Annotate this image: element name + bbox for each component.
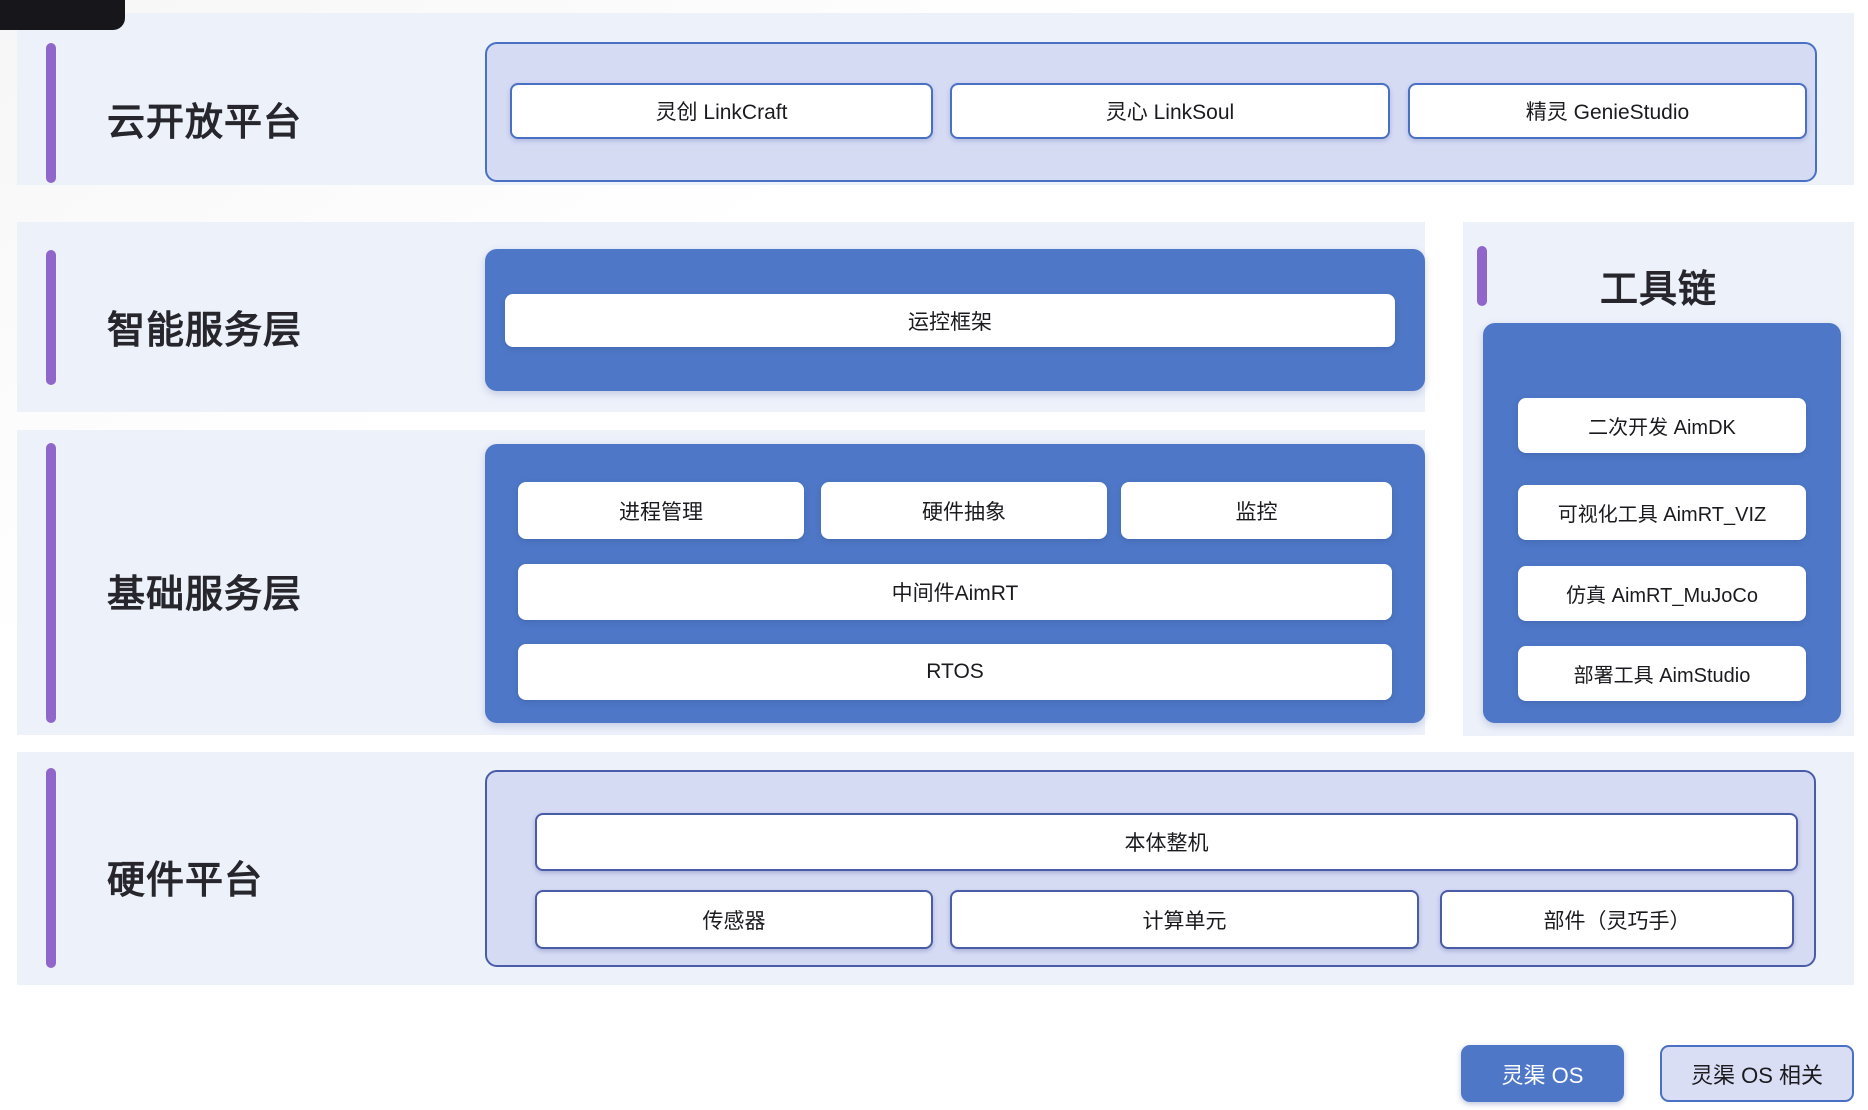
layer-title-intelligent-service: 智能服务层 [107,310,303,352]
node-hardware-abstraction: 硬件抽象 [821,482,1107,539]
layer-row-base-service: 基础服务层 进程管理 硬件抽象 监控 中间件AimRT RTOS [17,430,1425,735]
node-geniestudio: 精灵 GenieStudio [1408,83,1807,139]
layer-title-hardware-platform: 硬件平台 [107,860,264,902]
node-aimdk: 二次开发 AimDK [1518,398,1806,453]
toolchain-container: 二次开发 AimDK 可视化工具 AimRT_VIZ 仿真 AimRT_MuJo… [1483,323,1841,723]
node-parts-dexterous-hand: 部件（灵巧手） [1440,890,1794,949]
layer-row-cloud-platform: 云开放平台 灵创 LinkCraft 灵心 LinkSoul 精灵 GenieS… [17,13,1854,185]
node-sensors: 传感器 [535,890,933,949]
node-compute-unit: 计算单元 [950,890,1419,949]
accent-bar [46,250,56,385]
toolchain-title: 工具链 [1599,269,1717,311]
cloud-platform-container: 灵创 LinkCraft 灵心 LinkSoul 精灵 GenieStudio [485,42,1817,182]
corner-artifact [0,0,125,30]
toolchain-panel: 工具链 二次开发 AimDK 可视化工具 AimRT_VIZ 仿真 AimRT_… [1463,222,1854,736]
hardware-platform-container: 本体整机 传感器 计算单元 部件（灵巧手） [485,770,1816,967]
accent-bar [46,43,56,183]
layer-title-base-service: 基础服务层 [107,574,303,616]
node-rtos: RTOS [518,644,1392,700]
base-service-container: 进程管理 硬件抽象 监控 中间件AimRT RTOS [485,444,1425,723]
legend-lingqu-os: 灵渠 OS [1461,1045,1624,1102]
accent-bar [46,768,56,968]
node-linkcraft: 灵创 LinkCraft [510,83,933,139]
node-monitoring: 监控 [1121,482,1392,539]
accent-bar [1477,246,1487,306]
node-aimrt-viz: 可视化工具 AimRT_VIZ [1518,485,1806,540]
layer-title-cloud-platform: 云开放平台 [107,102,303,144]
layer-row-hardware-platform: 硬件平台 本体整机 传感器 计算单元 部件（灵巧手） [17,752,1854,985]
node-aimrt-mujoco: 仿真 AimRT_MuJoCo [1518,566,1806,621]
intelligent-service-container: 运控框架 [485,249,1425,391]
node-linksoul: 灵心 LinkSoul [950,83,1390,139]
layer-row-intelligent-service: 智能服务层 运控框架 [17,222,1425,412]
accent-bar [46,443,56,723]
node-motion-control-framework: 运控框架 [505,294,1395,347]
node-process-management: 进程管理 [518,482,804,539]
node-robot-body: 本体整机 [535,813,1798,871]
node-aimstudio: 部署工具 AimStudio [1518,646,1806,701]
legend-lingqu-os-related: 灵渠 OS 相关 [1660,1045,1854,1102]
node-middleware-aimrt: 中间件AimRT [518,564,1392,620]
